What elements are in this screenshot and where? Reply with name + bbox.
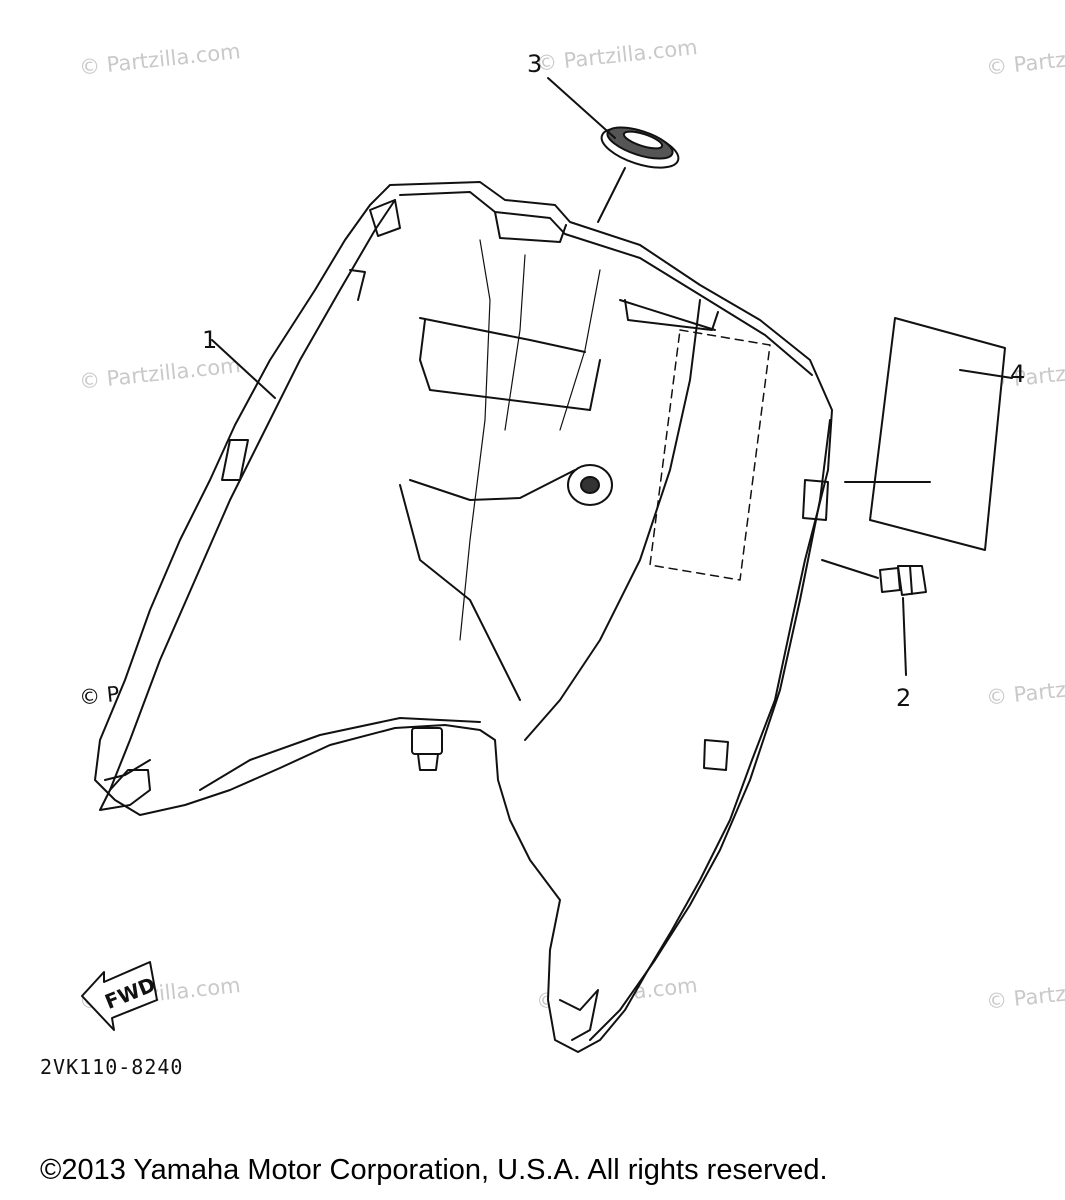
diagram-part-code: 2VK110-8240 — [40, 1055, 184, 1079]
leader-line-3b — [597, 167, 626, 223]
forward-arrow-icon: FWD — [81, 961, 159, 1031]
callout-1: 1 — [202, 326, 218, 354]
leader-line-4 — [959, 369, 1013, 379]
leader-line-1 — [211, 339, 276, 399]
leader-line-3 — [547, 77, 616, 139]
copyright-notice: ©2013 Yamaha Motor Corporation, U.S.A. A… — [40, 1154, 828, 1186]
screw-part — [879, 565, 927, 596]
callout-2: 2 — [896, 684, 912, 712]
leg-shield-part — [94, 181, 833, 1053]
callout-3: 3 — [527, 50, 543, 78]
cap-part — [600, 126, 680, 169]
leader-line-2b — [902, 597, 907, 676]
callout-4: 4 — [1010, 360, 1026, 388]
leader-line-2 — [821, 559, 879, 579]
label-sticker-part — [869, 317, 1006, 551]
